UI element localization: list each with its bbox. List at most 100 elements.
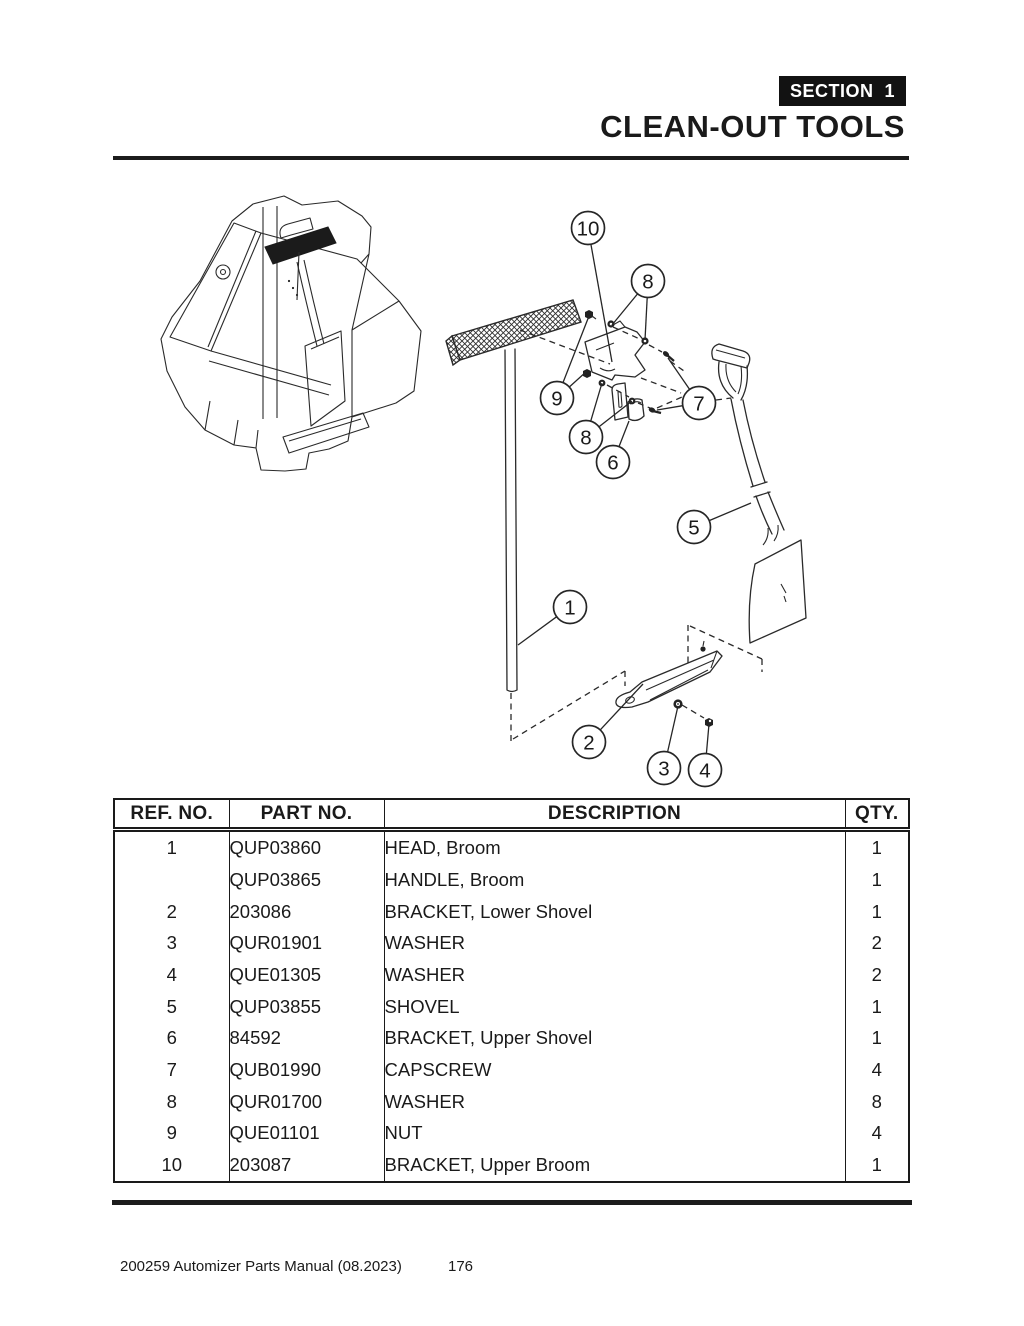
parts-table-row: 4 QUE01305 WASHER 2 [114,959,909,992]
svg-text:8: 8 [642,270,653,293]
cell-part-no: QUE01101 [229,1117,385,1150]
cell-description: BRACKET, Upper Broom [384,1149,846,1181]
cell-qty: 1 [871,1153,882,1175]
cell-description: BRACKET, Lower Shovel [384,896,846,928]
shovel [711,343,807,644]
cell-part-no: QUP03855 [229,991,385,1023]
cell-ref-no: 10 [114,1149,230,1181]
cell-part-no: QUE01305 [229,959,385,992]
page-title: CLEAN-OUT TOOLS [600,109,905,144]
title-rule [113,156,909,160]
cell-ref-no: 2 [114,896,230,928]
column-header: PART NO. [229,799,385,832]
machine-installation-view [160,195,422,472]
upper-broom-bracket [584,320,646,381]
footer-page-number: 176 [448,1258,474,1275]
parts-table-row: 9 QUE01101 NUT 4 [114,1117,909,1150]
parts-table-row: 10 203087 BRACKET, Upper Broom 1 [114,1149,909,1181]
cell-part-no: 84592 [229,1022,385,1055]
parts-table-row: 6 84592 BRACKET, Upper Shovel 1 [114,1022,909,1055]
cell-description: WASHER [384,927,846,960]
cell-part-no: QUP03860 [229,829,385,865]
cell-description: HEAD, Broom [384,829,846,865]
parts-table-row: 8 QUR01700 WASHER 8 [114,1086,909,1118]
parts-table-row: 2 203086 BRACKET, Lower Shovel 1 [114,896,909,928]
svg-text:10: 10 [577,217,600,240]
svg-text:9: 9 [551,387,562,410]
cell-qty: 4 [871,1058,882,1080]
parts-table-filler-row [114,1181,909,1182]
section-badge-label: SECTION [790,80,874,101]
callout-6: 6 [595,420,631,480]
cell-qty: 8 [871,1090,882,1112]
cell-ref-no: 8 [114,1086,230,1118]
callout-7: 7 [656,357,717,421]
cell-description: NUT [384,1117,846,1150]
cell-qty: 1 [871,900,882,922]
broom-head [445,299,582,367]
section-badge: SECTION 1 [779,76,906,106]
parts-table-row: 3 QUR01901 WASHER 2 [114,927,909,960]
callout-8: 8 [568,382,633,455]
cell-part-no: QUP03865 [229,864,385,897]
section-badge-number: 1 [884,80,895,101]
callout-10: 10 [570,210,613,363]
cell-qty: 2 [871,932,882,954]
cell-part-no: 203086 [229,896,385,928]
cell-ref-no: 4 [114,959,230,992]
parts-table-body: 1 QUP03860 HEAD, Broom 1 QUP03865 HANDLE… [114,829,909,1181]
callout-5: 5 [676,502,752,545]
cell-part-no: QUR01700 [229,1086,385,1118]
cell-qty: 1 [871,995,882,1017]
cell-part-no: 203087 [229,1149,385,1181]
cell-qty: 1 [871,869,882,891]
svg-text:1: 1 [564,596,575,619]
cell-description: CAPSCREW [384,1054,846,1086]
footer-rule [112,1200,912,1205]
broom-handle [504,348,518,693]
column-header: QTY. [845,799,909,832]
cell-ref-no: 6 [114,1022,230,1055]
parts-table-row: 5 QUP03855 SHOVEL 1 [114,991,909,1023]
cell-qty: 1 [871,837,882,858]
callout-4: 4 [687,723,723,788]
column-header: REF. NO. [114,799,230,832]
upper-shovel-bracket [611,382,645,422]
svg-text:4: 4 [699,759,710,782]
svg-text:7: 7 [693,392,704,415]
callout-2: 2 [571,683,644,760]
cell-qty: 1 [871,1027,882,1049]
cell-ref-no [114,864,230,897]
cell-description: SHOVEL [384,991,846,1023]
cell-description: WASHER [384,1086,846,1118]
lower-shovel-bracket [615,640,723,709]
svg-text:6: 6 [607,451,618,474]
svg-text:5: 5 [688,516,699,539]
svg-text:2: 2 [583,731,594,754]
parts-table-row: 7 QUB01990 CAPSCREW 4 [114,1054,909,1086]
cell-part-no: QUB01990 [229,1054,385,1086]
svg-text:8: 8 [580,426,591,449]
callout-8: 8 [611,263,666,341]
parts-table-row: 1 QUP03860 HEAD, Broom 1 [114,829,909,865]
callout-1: 1 [517,589,588,646]
cell-part-no: QUR01901 [229,927,385,960]
column-header: DESCRIPTION [384,799,846,832]
cell-ref-no: 5 [114,991,230,1023]
cell-ref-no: 7 [114,1054,230,1086]
cell-description: HANDLE, Broom [384,864,846,897]
assembly-dashed-lines [510,326,763,742]
parts-table-row: QUP03865 HANDLE, Broom 1 [114,864,909,897]
cell-qty: 2 [871,964,882,985]
cell-description: WASHER [384,959,846,992]
callout-3: 3 [646,705,682,786]
cell-ref-no: 9 [114,1117,230,1150]
footer-manual-name: 200259 Automizer Parts Manual (08.2023) [120,1258,402,1275]
cell-description: BRACKET, Upper Shovel [384,1022,846,1055]
callout-9: 9 [539,315,590,416]
